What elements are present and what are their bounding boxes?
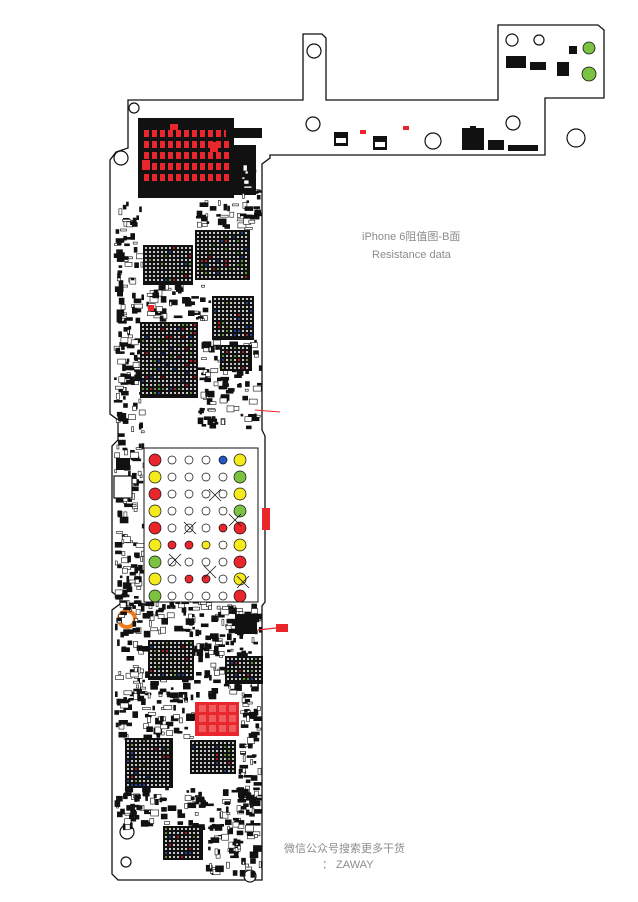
wechat-caption: 微信公众号搜索更多干货 <box>284 843 405 855</box>
top-right-components <box>334 41 597 151</box>
bga-chips <box>125 230 263 860</box>
probe-marks <box>142 124 288 632</box>
account-caption: ： ZAWAY <box>322 859 374 871</box>
mounting-holes <box>113 33 586 883</box>
soc-pad-array <box>113 447 270 603</box>
diagram-subtitle: Resistance data <box>372 249 451 261</box>
diagram-title: iPhone 6阻值图-B面 <box>362 231 461 243</box>
upper-connector <box>138 118 262 198</box>
